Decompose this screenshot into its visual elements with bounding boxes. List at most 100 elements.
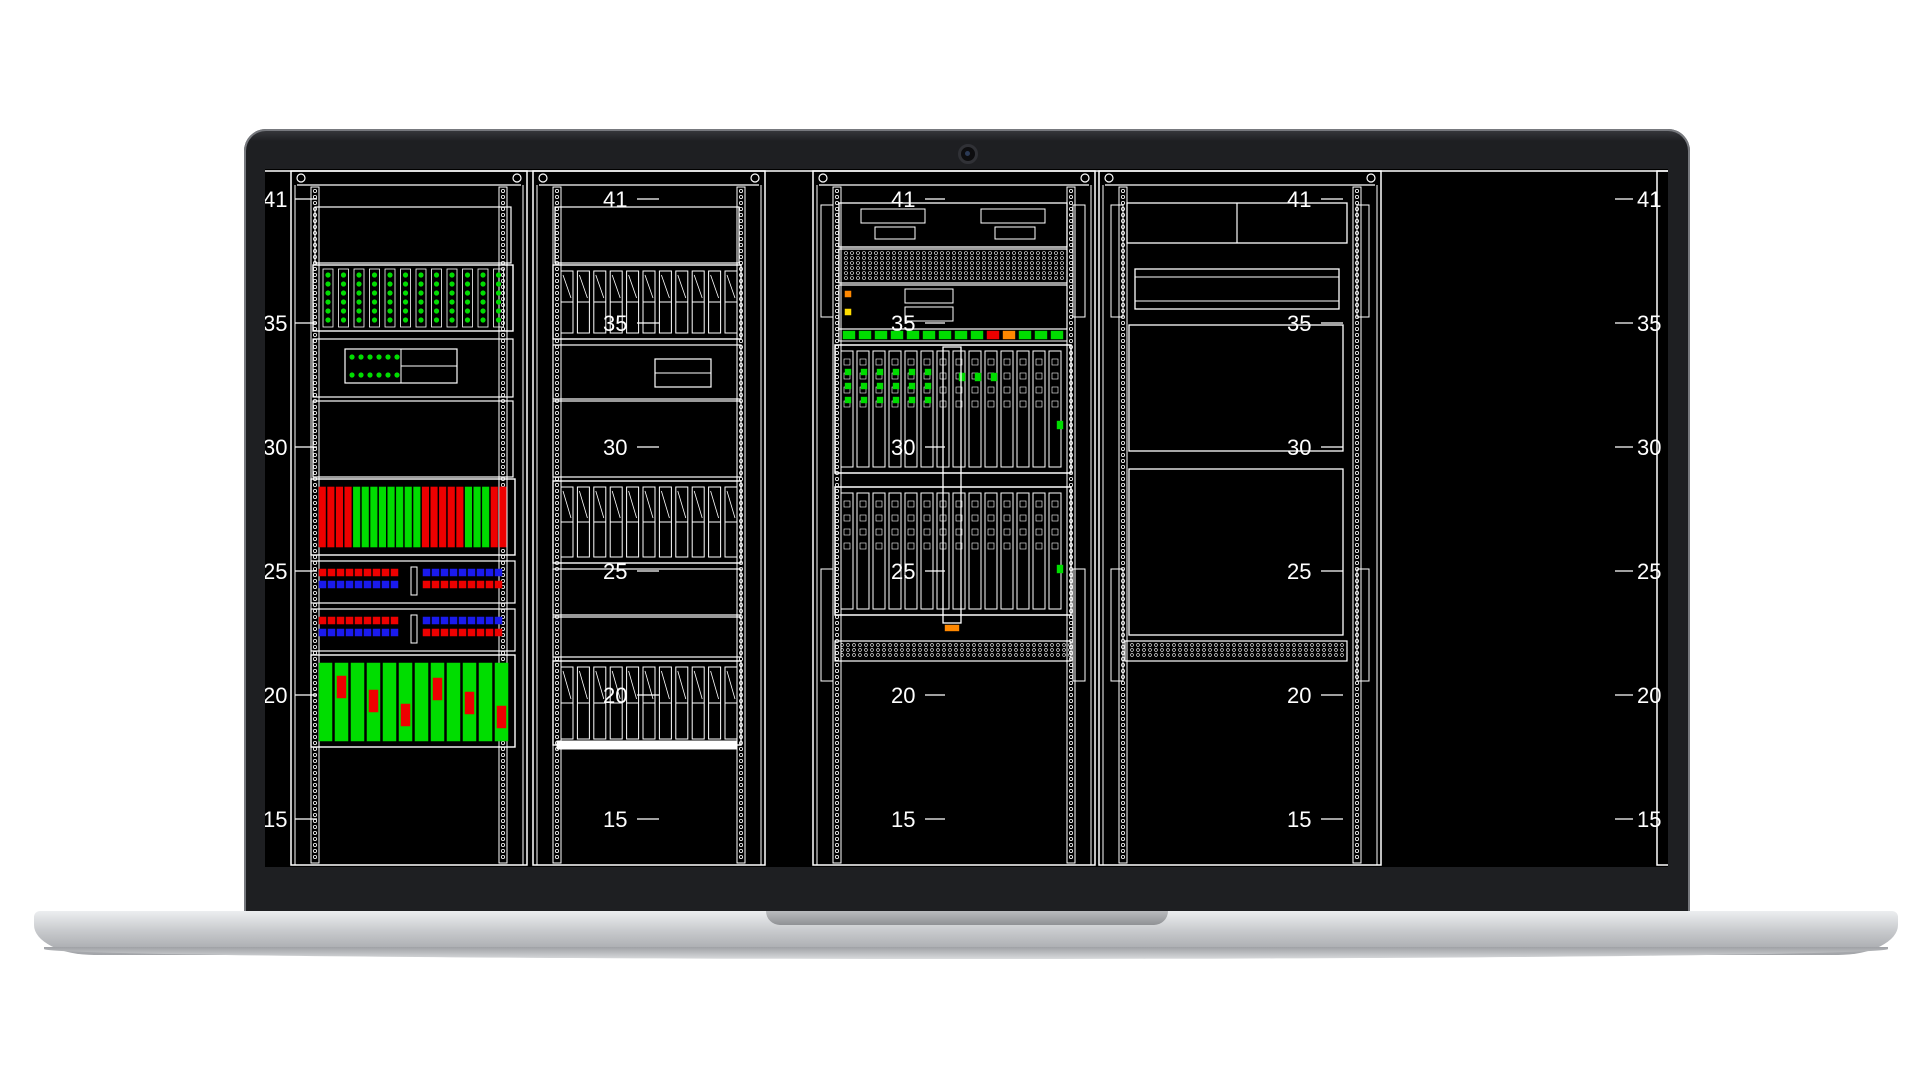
grille-hole (1154, 653, 1158, 657)
blade-latch (628, 670, 637, 700)
card-port (955, 400, 963, 408)
grille-hole (1244, 648, 1248, 652)
rail-hole (835, 717, 840, 722)
rail-hole (1355, 723, 1360, 728)
grille-hole (880, 266, 884, 270)
grille-hole (982, 256, 986, 260)
grille-hole (1202, 648, 1206, 652)
grille-hole (1006, 256, 1010, 260)
board-status-led (858, 330, 872, 340)
rail-hole (1121, 771, 1126, 776)
rail-hole (835, 620, 840, 625)
rail-hole (500, 243, 505, 248)
laptop-opening-notch (766, 911, 1168, 925)
rail-hole (500, 356, 505, 361)
grille-hole (1130, 648, 1134, 652)
grille-hole (1226, 648, 1230, 652)
green-port (480, 299, 486, 305)
grille-hole (1024, 271, 1028, 275)
grille-hole (1048, 251, 1052, 255)
grille-hole (1184, 643, 1188, 647)
grille-hole (864, 643, 868, 647)
green-card-port (860, 368, 868, 376)
ddf-row-2 (310, 608, 516, 652)
grille-hole (990, 653, 994, 657)
grille-hole (898, 276, 902, 280)
rail-hole (835, 759, 840, 764)
blue-terminal (327, 580, 336, 589)
green-port (495, 281, 502, 287)
rail-hole (1069, 855, 1074, 860)
rail-hole (313, 777, 318, 782)
card-port (891, 358, 899, 366)
rail-hole (1121, 404, 1126, 409)
line-card (840, 492, 854, 610)
rail-hole (1121, 735, 1126, 740)
grille-hole (1268, 648, 1272, 652)
grille-hole (1316, 653, 1320, 657)
grille-hole (846, 648, 850, 652)
green-port (371, 308, 378, 314)
rail-hole (500, 302, 505, 307)
blade-latch (595, 670, 605, 700)
blank-panel (554, 206, 740, 264)
grille-hole (1274, 653, 1278, 657)
grille-hole (856, 266, 860, 270)
grille-hole (882, 643, 886, 647)
control-module (904, 288, 954, 304)
rail-hole (835, 194, 840, 199)
grille-hole (856, 276, 860, 280)
red-terminal (390, 616, 399, 625)
rail-hole (500, 656, 505, 661)
rail-hole (313, 626, 318, 631)
rail-hole (313, 693, 318, 698)
green-port (402, 299, 409, 305)
grille-hole (1044, 648, 1048, 652)
rail-hole (1121, 386, 1126, 391)
red-terminal (345, 616, 354, 625)
green-port (367, 372, 373, 378)
grille-hole (892, 256, 896, 260)
green-port (340, 272, 347, 278)
rail-hole (1069, 717, 1074, 722)
rail-hole (738, 759, 743, 764)
rail-hole (554, 825, 559, 830)
red-terminal (354, 616, 363, 625)
green-port (371, 281, 378, 287)
rail-hole (835, 855, 840, 860)
grille-hole (894, 648, 898, 652)
rail-hole (1121, 392, 1126, 397)
card-port (875, 358, 883, 366)
rail-hole (738, 777, 743, 782)
grille-hole (910, 266, 914, 270)
rail-hole (554, 687, 559, 692)
grille-hole (918, 653, 922, 657)
webcam-lens (965, 151, 970, 156)
rail-hole (1069, 849, 1074, 854)
rail-hole (313, 584, 318, 589)
odf-module (327, 486, 335, 548)
grille-hole (930, 648, 934, 652)
grille-hole (912, 643, 916, 647)
rail-hole (500, 249, 505, 254)
blade-latch (710, 274, 719, 299)
rail-hole (554, 632, 559, 637)
rail-hole (1355, 554, 1360, 559)
blue-terminal (363, 628, 372, 637)
grille-hole (1166, 643, 1170, 647)
grille-hole (1056, 653, 1060, 657)
blue-terminal (467, 568, 476, 577)
unit-label: 41 (891, 187, 915, 212)
grille-hole (850, 271, 854, 275)
rail-hole (313, 783, 318, 788)
blue-terminal (494, 568, 503, 577)
cabinet-rail (1118, 186, 1128, 864)
grille-hole (1148, 648, 1152, 652)
red-terminal (485, 628, 494, 637)
rail-hole (554, 524, 559, 529)
rail-hole (500, 279, 505, 284)
card-port (1051, 542, 1059, 550)
grille-hole (1036, 266, 1040, 270)
odf-module (447, 486, 455, 548)
red-terminal (372, 568, 381, 577)
